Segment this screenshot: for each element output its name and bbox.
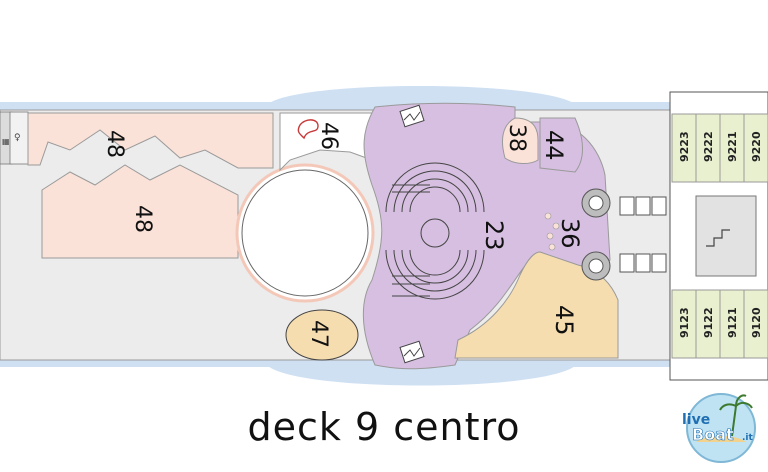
lift-shafts-top [619,196,667,216]
label-47: 47 [306,320,331,348]
stair-icon [706,229,730,247]
cabin-9122: 9122 [702,307,715,338]
deck-title: deck 9 centro [247,405,521,449]
label-44: 44 [540,130,568,161]
label-45: 45 [550,305,578,336]
area-48-upper [27,112,274,169]
label-38: 38 [504,124,529,152]
corridor-stair [695,195,757,277]
elevator-top [581,188,611,218]
logo-text-live: live [682,412,710,428]
area-48-lower [41,164,239,259]
cabin-9221: 9221 [726,131,739,162]
logo-text-suffix: .it [742,433,754,443]
deck-edge-top [0,102,670,111]
logo-palm-icon [719,394,753,437]
cabin-9121: 9121 [726,307,739,338]
liveboat-logo: live Boat .it [682,393,756,463]
logo-island-icon [696,436,746,442]
lift-shafts-bottom [619,253,667,273]
area-38 [502,117,539,164]
area-45 [454,251,619,359]
stairs-bottom [399,340,425,364]
label-23: 23 [480,220,508,251]
cabin-9123: 9123 [678,307,691,338]
theatre-seating [385,162,485,300]
logo-globe-icon [686,393,756,463]
area-44 [539,117,583,173]
label-36: 36 [556,218,584,249]
deck-edge-bottom [0,358,670,367]
elevator-bottom [581,251,611,281]
restroom-icon: ♀ [14,133,21,143]
stairs-top [399,104,425,128]
cabin-9222: 9222 [702,131,715,162]
label-48-upper: 48 [102,130,127,158]
atrium [241,169,369,297]
label-46: 46 [316,122,341,150]
label-48-lower: 48 [130,205,155,233]
pool-icon [297,119,319,140]
cabin-9220: 9220 [750,131,763,162]
service-icon: ▦ [2,137,10,146]
logo-text-boat: Boat [692,425,734,444]
area-47 [285,309,359,361]
cabin-9120: 9120 [750,307,763,338]
seat-dots [544,212,560,251]
cabin-9223: 9223 [678,131,691,162]
